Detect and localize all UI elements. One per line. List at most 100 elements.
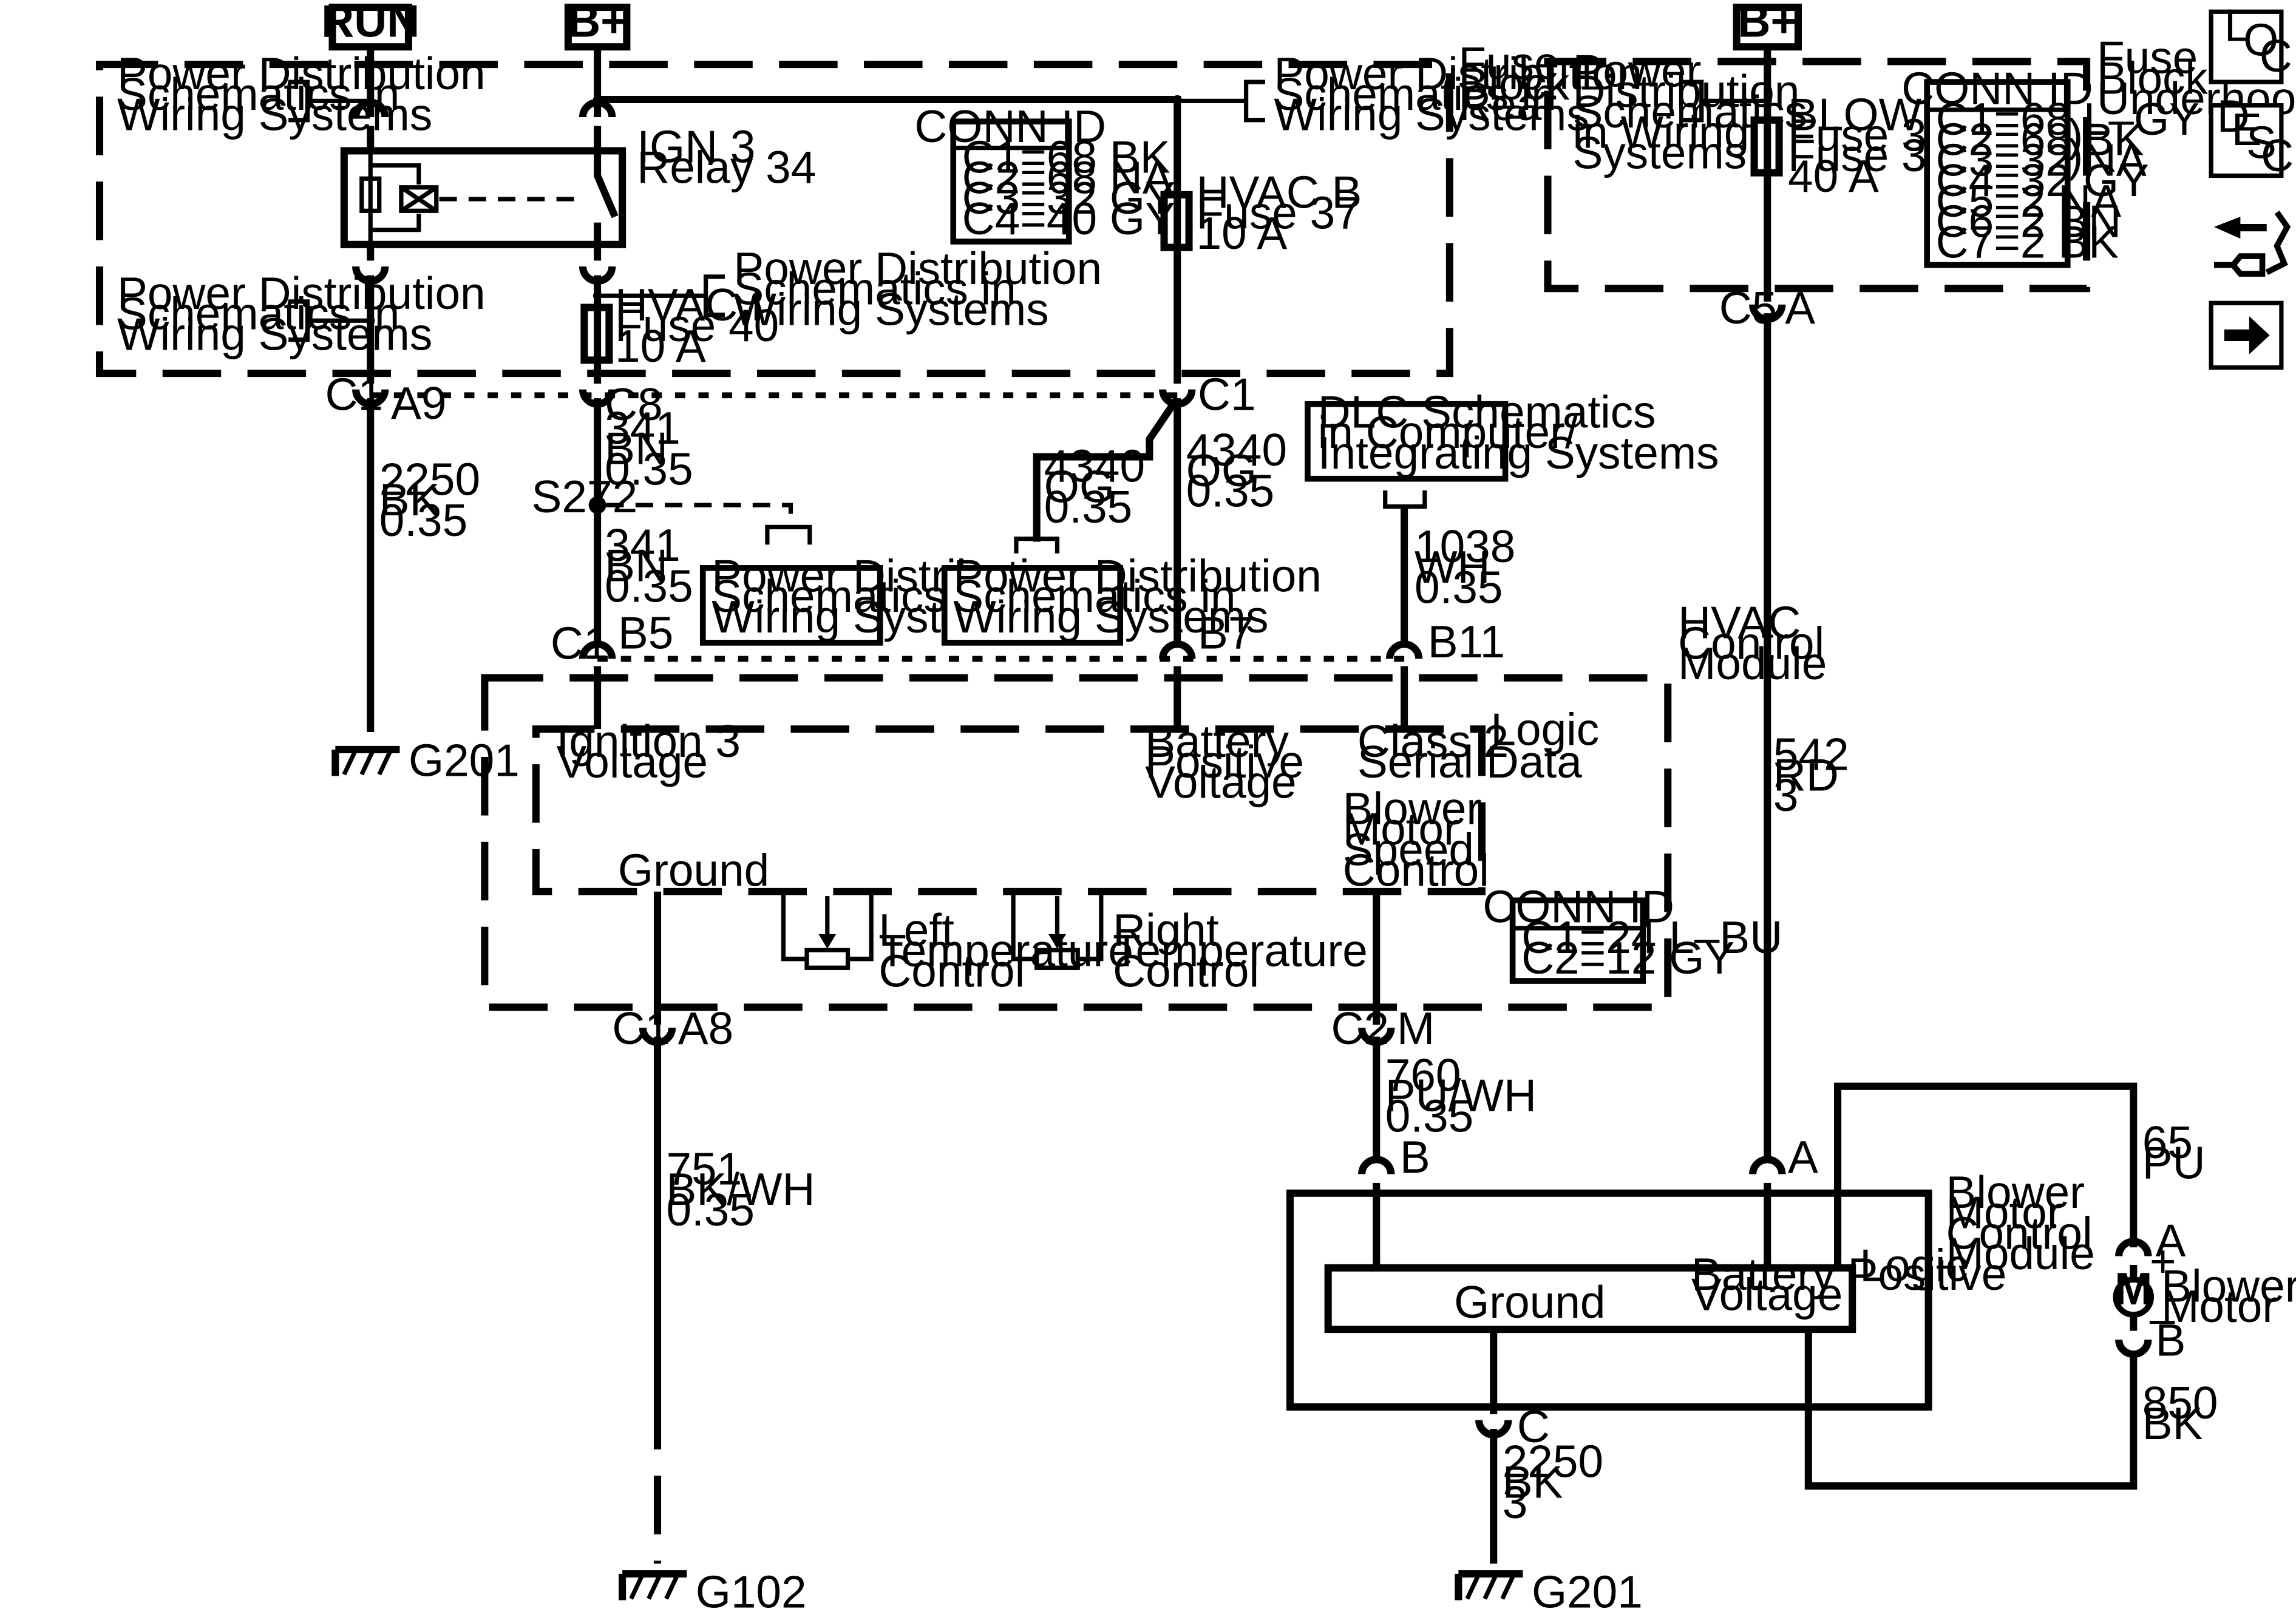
svg-text:341: 341 [605, 402, 681, 453]
blower-logic-label: Logic [1860, 1239, 1968, 1290]
pds-ref-hvac-i: Power Distribution Schematics in Wiring … [597, 243, 1102, 334]
svg-text:C2=12 GY: C2=12 GY [1521, 932, 1734, 983]
run-terminal: RUN [321, 0, 419, 51]
right-temp-label: Right Temperature Control [1113, 904, 1368, 997]
label-s272: S272 [532, 471, 638, 522]
svg-text:751: 751 [666, 1143, 742, 1194]
fuse-block-rear-title: Fuse Block – Rear [1458, 38, 1608, 130]
svg-text:L: L [2224, 0, 2250, 51]
svg-text:Wiring Systems: Wiring Systems [1274, 89, 1589, 140]
svg-text:2250: 2250 [379, 453, 480, 504]
svg-text:Control: Control [1113, 946, 1259, 997]
blower-module-title: Blower Motor Control Module [1946, 1167, 2095, 1279]
fuse-block-underhood-outline [1544, 58, 2091, 293]
desc-icon[interactable]: D E S C [2209, 90, 2294, 181]
svg-text:E: E [2232, 104, 2262, 155]
connector-tool-icon[interactable] [2213, 210, 2291, 277]
svg-text:Relay 34: Relay 34 [637, 141, 816, 192]
svg-text:HVAC: HVAC [1678, 597, 1801, 648]
svg-text:Control: Control [878, 946, 1025, 997]
label-a8: A8 [678, 1003, 733, 1054]
svg-text:Right: Right [1113, 904, 1219, 955]
svg-text:RUN: RUN [321, 0, 419, 46]
svg-text:Temperature: Temperature [1113, 925, 1368, 976]
svg-text:Power Distribution: Power Distribution [733, 243, 1102, 294]
blower-fuse [1750, 116, 1783, 177]
svg-text:65: 65 [2142, 1117, 2193, 1168]
svg-text:10 A: 10 A [615, 320, 706, 371]
label-c1-hvac: C1 [551, 617, 609, 668]
fuse-block-rear-outline [95, 61, 1453, 378]
svg-text:Wiring Systems: Wiring Systems [953, 591, 1268, 642]
blower-speed-label: Blower Motor Speed Control [1343, 783, 1489, 895]
svg-text:Motor: Motor [2161, 1281, 2277, 1332]
next-arrow-icon[interactable] [2209, 300, 2284, 370]
pds-ref-top-left: Power Distribution Schematics in Wiring … [117, 48, 486, 140]
blower-motor: M + – [2113, 1235, 2176, 1343]
hvac-b-fuse-label: HVAC B Fuse 37 10 A [1197, 167, 1362, 259]
svg-text:Systems: Systems [1572, 127, 1747, 178]
svg-text:BK: BK [2142, 1398, 2203, 1449]
svg-text:OG: OG [1044, 461, 1115, 512]
svg-text:40 A: 40 A [1788, 151, 1879, 202]
svg-text:3: 3 [1503, 1477, 1528, 1528]
svg-text:Schematics in: Schematics in [117, 288, 399, 339]
svg-text:Motor: Motor [1343, 804, 1459, 855]
svg-text:0.35: 0.35 [379, 495, 468, 546]
svg-text:Wiring Systems: Wiring Systems [117, 308, 432, 359]
dlc-box: DLC Schematics in Computer/ Integrating … [1305, 386, 1719, 482]
svg-text:Module: Module [1946, 1228, 2095, 1279]
svg-text:Voltage: Voltage [557, 736, 708, 787]
svg-text:C1=68 BK: C1=68 BK [962, 132, 1170, 183]
label-c8: C8 [605, 379, 663, 430]
svg-text:C4=32 GY: C4=32 GY [1936, 155, 2149, 206]
svg-text:Ignition 3: Ignition 3 [557, 716, 741, 767]
label-c1-b: C1 [1198, 368, 1256, 419]
ign3-relay [340, 147, 627, 248]
svg-text:Fuse 40: Fuse 40 [615, 300, 779, 351]
svg-text:BN: BN [605, 423, 668, 474]
hvac-b-fuse [1160, 191, 1193, 251]
svg-text:B+: B+ [568, 0, 627, 46]
svg-text:BN: BN [605, 540, 668, 591]
svg-text:PU/WH: PU/WH [1385, 1070, 1537, 1121]
svg-text:Power Distribution: Power Distribution [1274, 48, 1642, 99]
svg-text:Schematics in: Schematics in [733, 263, 1016, 314]
svg-text:4340: 4340 [1186, 424, 1287, 475]
svg-text:Blower: Blower [1343, 783, 1482, 834]
label-b7: B7 [1198, 608, 1253, 659]
label-c1-a: C1 [325, 368, 383, 419]
svg-text:4340: 4340 [1044, 441, 1145, 492]
svg-text:Control: Control [1343, 844, 1489, 895]
blower-logic-box [1324, 1264, 1856, 1334]
pds-box-mid: Power Distribution Schematics in Wiring … [941, 550, 1322, 646]
loc-icon[interactable]: L O C [2209, 0, 2292, 84]
svg-text:Voltage: Voltage [1145, 757, 1296, 808]
label-c-blower: C [1517, 1401, 1550, 1452]
svg-text:Battery: Battery [1145, 716, 1289, 767]
wire-4340-label-b: 4340 OG 0.35 [1186, 424, 1287, 517]
svg-text:B+: B+ [1737, 0, 1797, 46]
svg-text:Positive: Positive [1145, 736, 1304, 787]
svg-text:Fuse: Fuse [1458, 38, 1559, 89]
svg-text:0.35: 0.35 [605, 443, 693, 494]
wire-1038-label: 1038 WH 0.35 [1415, 521, 1515, 613]
svg-text:0.35: 0.35 [1415, 562, 1503, 613]
conn-id-underhood: CONN ID C1=68 L–GY C2=68 BK C3=32 NA C4=… [1901, 63, 2199, 268]
wire-850 [1804, 1329, 2138, 1490]
svg-text:0.35: 0.35 [1044, 481, 1133, 532]
svg-text:C1=68 L–GY: C1=68 L–GY [1936, 93, 2199, 144]
ign3-voltage-label: Ignition 3 Voltage [557, 716, 741, 787]
svg-text:C6=2 BN: C6=2 BN [1936, 196, 2121, 247]
svg-text:0.35: 0.35 [666, 1184, 755, 1235]
svg-text:Serial Data: Serial Data [1357, 736, 1582, 787]
svg-text:Schematics in: Schematics in [953, 571, 1235, 622]
blower-battery-voltage-label: Battery Positive Voltage [1691, 1249, 2006, 1320]
svg-text:Integrating Systems: Integrating Systems [1318, 427, 1719, 478]
blower-ground-label: Ground [1454, 1276, 1605, 1327]
label-b5: B5 [618, 608, 673, 659]
svg-text:2250: 2250 [1503, 1436, 1603, 1487]
battery-voltage-label: Battery Positive Voltage [1145, 716, 1304, 808]
hvac-i-fuse-label: HVAC I Fuse 40 10 A [615, 279, 779, 371]
svg-text:760: 760 [1385, 1049, 1461, 1100]
